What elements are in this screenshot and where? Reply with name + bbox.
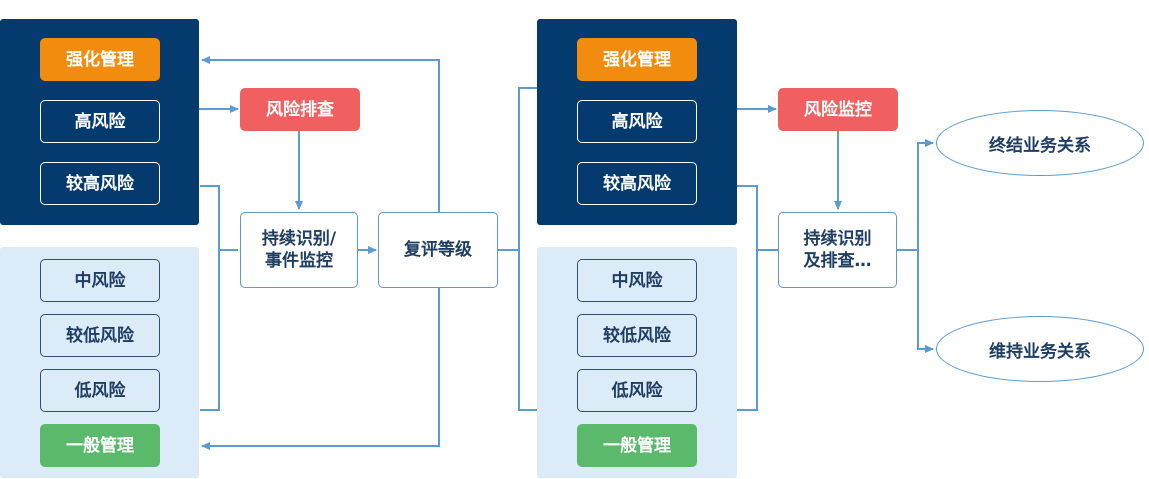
maintain-relationship-oval: 维持业务关系 bbox=[936, 316, 1144, 382]
right-mid-low-risk-box: 较低风险 bbox=[577, 314, 697, 357]
review-to-general bbox=[201, 288, 440, 450]
left-strengthen-box: 强化管理 bbox=[40, 38, 160, 81]
left-mid-high-risk-box: 较高风险 bbox=[40, 162, 160, 205]
left-general-box: 一般管理 bbox=[40, 424, 160, 467]
right-mid-high-risk-box: 较高风险 bbox=[577, 162, 697, 205]
right-bracket bbox=[737, 185, 758, 411]
right-risk-monitoring-box: 风险监控 bbox=[778, 88, 898, 131]
right-strengthen-box: 强化管理 bbox=[577, 38, 697, 81]
left-monitor-box: 持续识别/ 事件监控 bbox=[240, 212, 358, 288]
arrow-to-terminate bbox=[917, 139, 934, 250]
right-identify-line2: 及排查… bbox=[803, 251, 872, 271]
left-high-risk-box: 高风险 bbox=[40, 100, 160, 143]
terminate-relationship-oval: 终结业务关系 bbox=[936, 110, 1144, 176]
left-medium-risk-box: 中风险 bbox=[40, 259, 160, 302]
left-monitor-line2: 事件监控 bbox=[265, 251, 333, 271]
left-risk-screening-box: 风险排查 bbox=[240, 88, 360, 131]
right-entry-bracket bbox=[518, 87, 537, 411]
review-level-box: 复评等级 bbox=[378, 212, 498, 288]
left-mid-low-risk-box: 较低风险 bbox=[40, 314, 160, 357]
left-bracket bbox=[200, 185, 220, 411]
left-low-risk-box: 低风险 bbox=[40, 369, 160, 412]
right-identify-line1: 持续识别 bbox=[803, 229, 872, 249]
right-general-box: 一般管理 bbox=[577, 424, 697, 467]
left-monitor-line1: 持续识别/ bbox=[261, 229, 337, 249]
right-identify-box: 持续识别 及排查… bbox=[778, 212, 897, 288]
right-medium-risk-box: 中风险 bbox=[577, 259, 697, 302]
right-low-risk-box: 低风险 bbox=[577, 369, 697, 412]
review-to-strengthen bbox=[201, 56, 440, 212]
right-high-risk-box: 高风险 bbox=[577, 100, 697, 143]
arrow-to-maintain bbox=[917, 250, 934, 353]
